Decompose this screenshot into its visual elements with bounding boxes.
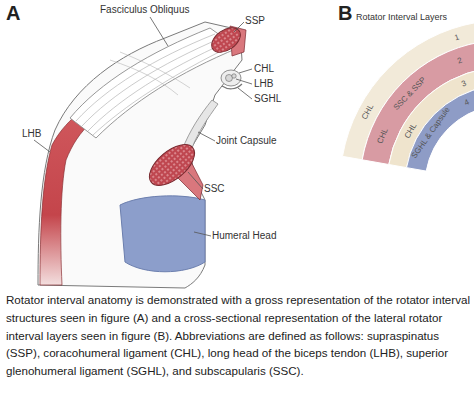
band-arc: [407, 87, 474, 172]
part-name: LHB: [22, 128, 41, 139]
band-outline: [335, 0, 474, 190]
leader-line: [198, 132, 215, 141]
leader-line: [238, 88, 252, 99]
part-name: SSC: [204, 183, 225, 194]
leader-line: [34, 140, 50, 152]
leader-line: [188, 172, 203, 189]
panel-letter: A: [6, 2, 20, 24]
panel-title: Rotator Interval Layers: [356, 13, 447, 23]
part-name: Fasciculus Obliquus: [100, 4, 189, 15]
ligament-fiber: [120, 52, 190, 88]
lhb-cross-section: [226, 75, 233, 82]
part-name: SGHL: [254, 93, 281, 104]
part-name: Humeral Head: [212, 230, 276, 241]
leader-line: [236, 79, 252, 84]
part-name: CHL: [254, 63, 274, 74]
part-name: SSP: [245, 15, 265, 26]
humerus-outline: [38, 22, 242, 288]
layer-band: 3CHL: [335, 0, 474, 190]
ssp-cut-section: [207, 23, 245, 58]
panel-letter: B: [338, 2, 352, 24]
part-name: LHB: [254, 78, 273, 89]
ligament-fiber: [110, 60, 178, 95]
sghl-band: [222, 84, 242, 89]
humeral-head: [120, 196, 205, 272]
lhb-cross-section: [232, 74, 236, 78]
chl-cross-section: [221, 70, 241, 86]
part-name: Joint Capsule: [216, 135, 277, 146]
leader-line: [194, 232, 211, 236]
lhb-tendon: [40, 110, 92, 285]
band-outline: [335, 0, 474, 190]
ligament-fiber: [76, 34, 215, 121]
ssc-cut-section: [142, 137, 201, 193]
ligament-fiber: [82, 38, 221, 126]
figure-caption: Rotator interval anatomy is demonstrated…: [6, 291, 470, 380]
layer-band: 4SGHL & Capsule: [335, 0, 474, 190]
leader-line: [150, 17, 168, 46]
leader-line: [234, 22, 244, 32]
ligament-fiber: [93, 45, 233, 135]
leader-line: [239, 69, 252, 73]
